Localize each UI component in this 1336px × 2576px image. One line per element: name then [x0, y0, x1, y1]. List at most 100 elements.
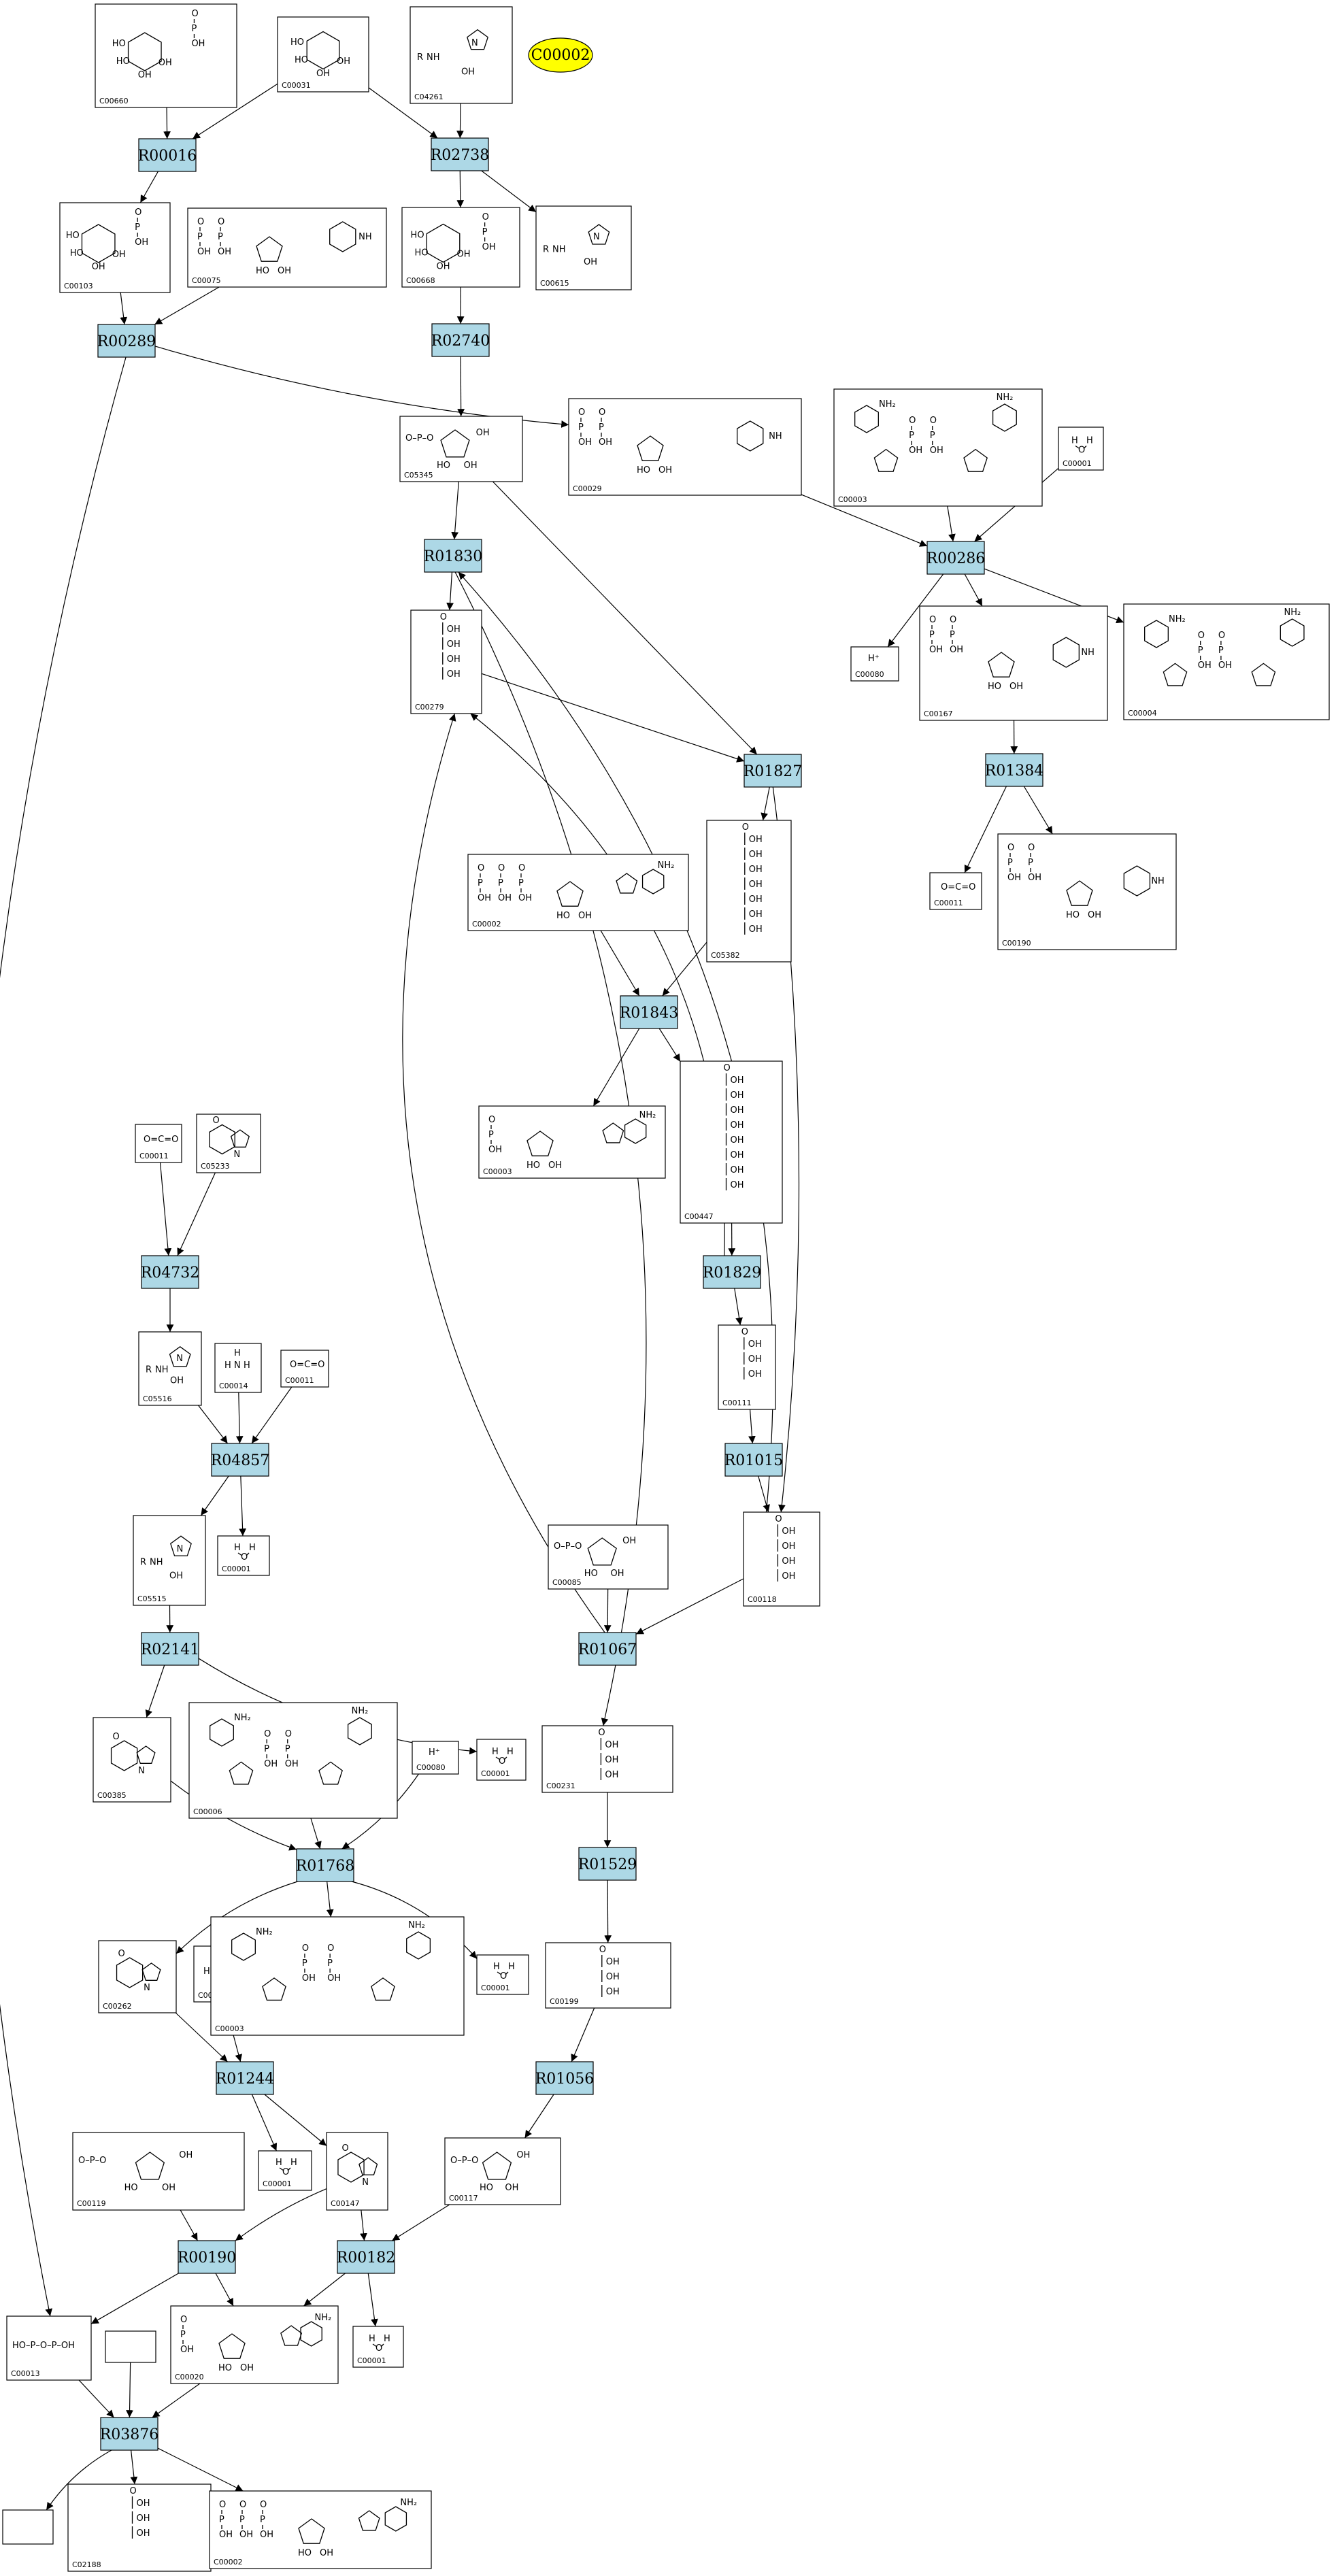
edge-c8-to-R01827	[492, 481, 758, 755]
compound-box	[444, 2137, 561, 2205]
structure-ring	[1251, 663, 1276, 686]
structure-atom-label: NH₂	[352, 1706, 369, 1716]
reaction-R00286[interactable]: R00286	[926, 541, 986, 575]
compound-C00080[interactable]: H⁺C00080	[412, 1741, 459, 1775]
structure-atom-label: N	[234, 1360, 241, 1371]
compound-label: C00031	[282, 81, 311, 90]
structure-atom-label: OH	[731, 1105, 744, 1116]
reaction-R00182[interactable]: R00182	[337, 2240, 396, 2274]
edge-c25-to-R04857	[251, 1386, 293, 1444]
reaction-R04857[interactable]: R04857	[211, 1443, 270, 1477]
structure-atom-label: OH	[749, 850, 763, 860]
reaction-R01768[interactable]: R01768	[296, 1848, 355, 1882]
structure-atom-label: OH	[605, 1770, 618, 1780]
highlight-node[interactable]: C00002	[528, 37, 593, 73]
compound-label: C00199	[550, 1997, 579, 2006]
reaction-R01829[interactable]: R01829	[703, 1255, 762, 1289]
structure-ring	[602, 1122, 624, 1143]
reaction-box	[578, 1847, 637, 1881]
reaction-R02738[interactable]: R02738	[431, 137, 490, 171]
compound-blank[interactable]	[105, 2330, 156, 2363]
reaction-R00190[interactable]: R00190	[178, 2240, 237, 2274]
compound-blank[interactable]	[2, 2509, 54, 2545]
reaction-R01056[interactable]: R01056	[535, 2061, 595, 2095]
compound-C00080[interactable]: H⁺C00080	[850, 646, 899, 682]
structure-atom-label: O=C=O	[941, 882, 975, 892]
compound-label: C00011	[139, 1152, 169, 1160]
reaction-R01015[interactable]: R01015	[724, 1443, 784, 1477]
reaction-label: R01827	[744, 763, 803, 780]
edge-c44-to-R00182	[360, 2209, 367, 2241]
reaction-R01384[interactable]: R01384	[985, 753, 1044, 787]
reaction-R01827[interactable]: R01827	[744, 754, 803, 788]
reaction-box	[431, 323, 490, 357]
reaction-R01843[interactable]: R01843	[620, 995, 679, 1029]
reaction-R03876[interactable]: R03876	[100, 2417, 159, 2451]
structure-atom-label: NH	[155, 1365, 169, 1375]
structure-ring	[280, 2325, 303, 2346]
reaction-R01067[interactable]: R01067	[578, 1632, 637, 1666]
reaction-R00289[interactable]: R00289	[97, 324, 156, 358]
reaction-R02740[interactable]: R02740	[431, 323, 490, 357]
reaction-R01830[interactable]: R01830	[424, 539, 483, 573]
reaction-R00016[interactable]: R00016	[138, 138, 197, 172]
structure-atom-label: OH	[169, 1571, 183, 1581]
highlight-ellipse	[528, 37, 593, 73]
reaction-R01244[interactable]: R01244	[216, 2061, 275, 2095]
reaction-R02141[interactable]: R02141	[141, 1632, 200, 1666]
structure-atom-label: OH	[516, 2150, 530, 2160]
reaction-R04732[interactable]: R04732	[141, 1255, 200, 1289]
reaction-R01529[interactable]: R01529	[578, 1847, 637, 1881]
edge-c44-to-R00190	[235, 2188, 327, 2241]
edge-c33-to-R01768	[310, 1818, 322, 1850]
